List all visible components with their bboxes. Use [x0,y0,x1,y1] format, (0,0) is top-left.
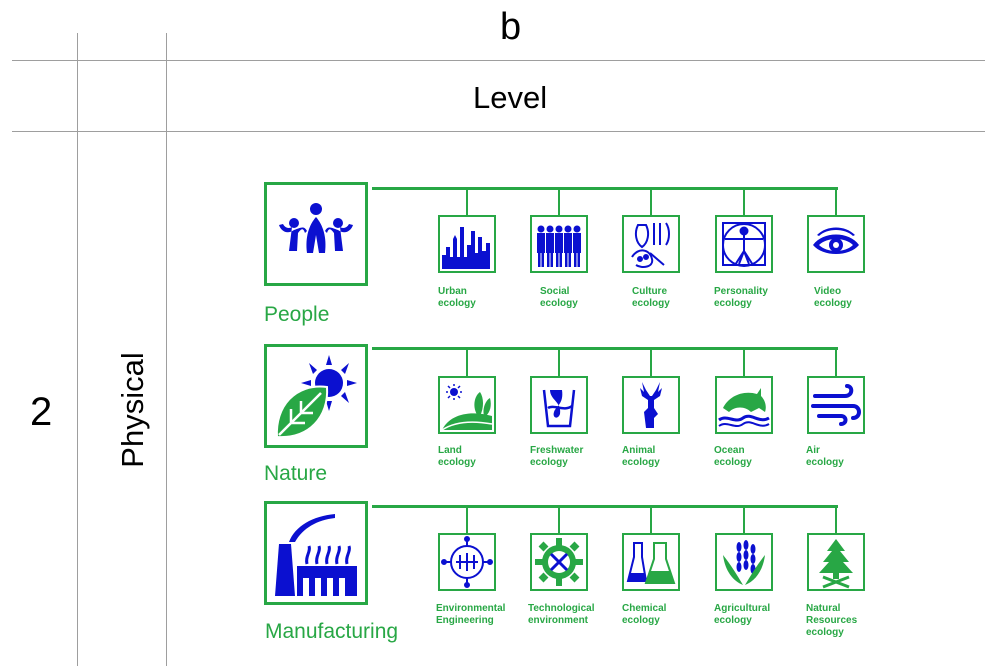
social-ecology-label: Social ecology [540,286,578,309]
row-category-label: Physical [115,352,150,468]
urban-ecology-box [438,215,496,273]
manufacturing-box [264,501,368,605]
connector-drop [650,187,652,215]
flask-icon [624,535,678,589]
connector-drop [466,505,468,533]
freshwater-ecology-box [530,376,588,434]
nature-box [264,344,368,448]
row-number: 2 [30,390,53,434]
header-bottom-rule [12,131,985,132]
wind-icon [809,378,863,432]
crowd-icon [532,217,586,271]
video-ecology-label: Video ecology [814,286,852,309]
animal-ecology-box [622,376,680,434]
gear-tools-icon [532,535,586,589]
header-top-rule [12,60,985,61]
connector-drop [743,187,745,215]
culture-art-icon [624,217,678,271]
urban-ecology-label: Urban ecology [438,286,476,309]
chemical-ecology-box [622,533,680,591]
nature-label: Nature [264,462,328,485]
ocean-ecology-box [715,376,773,434]
connector-drop [466,187,468,215]
agricultural-ecology-box [715,533,773,591]
social-ecology-box [530,215,588,273]
eye-icon [809,217,863,271]
culture-ecology-label: Culture ecology [632,286,670,309]
natural-resources-ecology-box [807,533,865,591]
connector-drop [835,187,837,215]
technological-environment-label: Technological environment [528,603,595,626]
environmental-engineering-label: Environmental Engineering [436,603,506,626]
air-ecology-label: Air ecology [806,445,844,468]
personality-ecology-label: Personality ecology [714,286,768,309]
connector-drop [650,505,652,533]
people-icon [267,185,365,283]
connector-drop [835,505,837,533]
chemical-ecology-label: Chemical ecology [622,603,667,626]
land-ecology-label: Land ecology [438,445,476,468]
connector-drop [743,505,745,533]
connector-drop [743,347,745,376]
vitruvian-man-icon [717,217,771,271]
freshwater-ecology-label: Freshwater ecology [530,445,584,468]
connector-bus [372,347,838,350]
circuit-icon [440,535,494,589]
culture-ecology-box [622,215,680,273]
connector-drop [650,347,652,376]
connector-drop [466,347,468,376]
agricultural-ecology-label: Agricultural ecology [714,603,771,626]
ocean-ecology-label: Ocean ecology [714,445,752,468]
dolphin-icon [717,378,771,432]
technological-environment-box [530,533,588,591]
environmental-engineering-box [438,533,496,591]
animal-ecology-label: Animal ecology [622,445,660,468]
landscape-icon [440,378,494,432]
connector-drop [558,187,560,215]
pine-tree-icon [809,535,863,589]
factory-icon [267,504,365,602]
connector-bus [372,187,838,190]
leaf-sun-icon [267,347,365,445]
city-skyline-icon [440,217,494,271]
water-glass-icon [532,378,586,432]
manufacturing-label: Manufacturing [265,620,399,643]
connector-drop [835,347,837,376]
natural-resources-ecology-label: Natural Resources ecology [806,603,858,638]
wheat-icon [717,535,771,589]
deer-icon [624,378,678,432]
connector-drop [558,347,560,376]
grid-column-divider-1 [77,33,78,666]
connector-bus [372,505,838,508]
grid-column-divider-2 [166,33,167,666]
column-letter: b [500,6,522,48]
people-label: People [264,303,330,326]
air-ecology-box [807,376,865,434]
level-title: Level [473,80,548,115]
land-ecology-box [438,376,496,434]
video-ecology-box [807,215,865,273]
people-box [264,182,368,286]
connector-drop [558,505,560,533]
personality-ecology-box [715,215,773,273]
